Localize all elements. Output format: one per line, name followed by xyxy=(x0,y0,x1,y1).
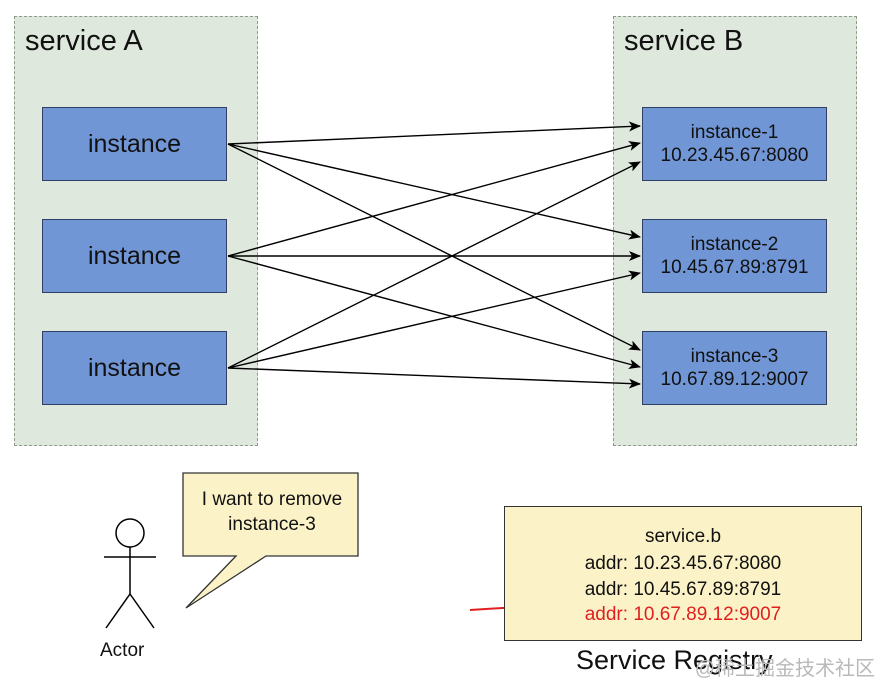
service-a-instance-2: instance xyxy=(42,219,227,293)
registry-entry-3-removed: addr: 10.67.89.12:9007 xyxy=(584,604,782,625)
service-b-instance-3-name: instance-3 xyxy=(690,346,779,367)
service-b-instance-2-name: instance-2 xyxy=(690,234,779,255)
registry-entry-1: addr: 10.23.45.67:8080 xyxy=(584,553,782,574)
speech-callout-text: I want to remove instance-3 xyxy=(184,487,360,537)
registry-service-name: service.b xyxy=(644,526,722,547)
speech-line-1: I want to remove xyxy=(201,489,343,510)
arrow-a1-b1 xyxy=(227,121,641,145)
actor-figure xyxy=(104,518,156,629)
service-a-instance-2-label: instance xyxy=(87,241,182,270)
service-a-instance-3: instance xyxy=(42,331,227,405)
registry-entry-2: addr: 10.45.67.89:8791 xyxy=(584,579,782,600)
service-b-instance-2: instance-2 10.45.67.89:8791 xyxy=(642,219,827,293)
arrow-a3-b1 xyxy=(227,161,641,369)
watermark: @稀土掘金技术社区 xyxy=(694,658,875,680)
service-b-instance-1-addr: 10.23.45.67:8080 xyxy=(660,145,809,166)
arrow-a2-b1 xyxy=(227,141,641,257)
service-a-instance-1: instance xyxy=(42,107,227,181)
arrow-a2-b3 xyxy=(227,255,641,369)
service-a-title: service A xyxy=(25,25,143,57)
arrow-a3-b2 xyxy=(227,270,641,369)
arrow-a1-b2 xyxy=(227,143,641,240)
speech-line-2: instance-3 xyxy=(228,514,316,535)
service-b-instance-3: instance-3 10.67.89.12:9007 xyxy=(642,331,827,405)
service-a-instance-1-label: instance xyxy=(87,129,182,158)
arrow-a3-b3 xyxy=(227,367,641,389)
service-registry-title: Service Registry xyxy=(576,645,773,675)
service-b-title: service B xyxy=(624,25,744,57)
service-b-instance-1: instance-1 10.23.45.67:8080 xyxy=(642,107,827,181)
service-registry-note: service.b addr: 10.23.45.67:8080 addr: 1… xyxy=(504,506,862,641)
arrow-a1-b3 xyxy=(227,143,641,351)
actor-label: Actor xyxy=(100,640,145,661)
service-b-instance-3-addr: 10.67.89.12:9007 xyxy=(660,369,809,390)
speech-callout-shape xyxy=(182,472,359,609)
service-b-instance-2-addr: 10.45.67.89:8791 xyxy=(660,257,809,278)
service-b-instance-1-name: instance-1 xyxy=(690,122,779,143)
service-a-instance-3-label: instance xyxy=(87,353,182,382)
